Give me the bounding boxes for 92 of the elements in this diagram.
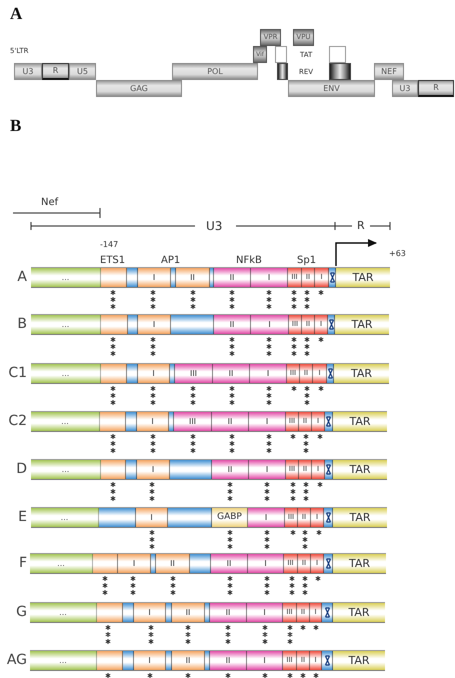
tar-segment: TAR [334,364,389,383]
binding-site-segment: I [137,460,170,479]
binding-site-segment: I [138,315,171,334]
binding-site-segment: GABP [212,508,248,527]
upstream-segment: ... [31,268,101,287]
promoter-bar [30,553,386,574]
row-label: C2 [8,414,27,428]
site-label: AP1 [161,256,180,266]
binding-site-segment: I [248,508,285,527]
tar-segment: TAR [335,315,389,334]
upstream-segment: ... [30,603,97,622]
gene-segment: R [418,80,454,97]
promoter-bar [31,267,390,288]
promoter-bar [31,459,387,480]
binding-site-segment: I [138,364,170,383]
upstream-segment: ... [30,651,97,670]
binding-site-segment: II [210,603,247,622]
tar-segment: TAR [333,554,386,573]
binding-site-segment: I [118,554,151,573]
gene-segment: U5 [69,63,96,80]
exon-box [329,46,346,63]
upstream-segment: ... [31,315,101,334]
upstream-segment: ... [31,412,100,431]
binding-site-segment: I [251,315,289,334]
binding-site-segment: II [172,651,205,670]
tar-segment: TAR [333,460,387,479]
row-label: G [16,605,27,619]
binding-site-segment: I [134,651,166,670]
tar-segment: TAR [333,651,385,670]
range-label: R [357,220,365,231]
binding-site-segment: II [212,460,249,479]
gene-segment: U3 [14,63,42,80]
position-label: +63 [389,250,406,258]
promoter-bar [31,507,387,528]
binding-site-segment: II [210,651,247,670]
exon-box [277,63,288,80]
row-label: F [18,556,27,570]
binding-site-segment: III [174,412,212,431]
gene-segment: GAG [96,80,182,97]
row-label: AG [6,653,27,667]
binding-site-segment: II [214,315,251,334]
gene-segment: U3 [392,80,418,97]
row-label: A [17,270,27,284]
exon-box [275,46,287,63]
binding-site-segment: III [175,364,213,383]
tar-segment: TAR [333,603,385,622]
binding-site-segment: I [250,364,287,383]
tar-segment: TAR [336,268,390,287]
gene-segment: NEF [374,63,404,80]
gene-segment: R [42,63,69,80]
binding-site-segment: I [249,460,286,479]
promoter-bar [30,650,385,671]
binding-site-segment: II [176,268,210,287]
promoter-bar [30,602,385,623]
promoter-bar [31,363,389,384]
row-label: B [17,317,27,331]
row-label: E [18,510,27,524]
promoter-bar [31,314,389,335]
promoter-bar [31,411,387,432]
exon-box [329,63,351,80]
binding-site-segment: II [156,554,190,573]
range-label: U3 [206,220,222,232]
binding-site-segment: I [249,412,286,431]
gene-segment: POL [172,63,258,80]
panel-letter: A [10,5,22,22]
upstream-segment: ... [30,554,93,573]
binding-site-segment: I [136,508,168,527]
binding-site-segment: I [134,603,166,622]
upstream-segment: ... [31,364,101,383]
site-label: NFkB [236,256,262,266]
panel-letter: B [10,117,22,134]
binding-site-segment: II [214,268,251,287]
row-label: D [16,462,27,476]
binding-site-segment: II [212,412,249,431]
binding-site-segment: I [247,603,283,622]
binding-site-segment: I [137,412,169,431]
binding-site-segment: II [172,603,205,622]
upstream-segment: ... [31,508,99,527]
site-label: ETS1 [100,256,126,266]
binding-site-segment: II [213,364,250,383]
range-label: Nef [41,198,58,208]
binding-site-segment: I [248,554,284,573]
position-label: -147 [100,241,118,249]
tar-segment: TAR [333,412,387,431]
tar-segment: TAR [333,508,387,527]
binding-site-segment: I [247,651,283,670]
upstream-segment: ... [31,460,101,479]
row-label: C1 [8,366,27,380]
binding-site-segment: II [211,554,248,573]
binding-site-segment: I [251,268,288,287]
gene-segment: ENV [288,80,375,97]
binding-site-segment: I [138,268,171,287]
